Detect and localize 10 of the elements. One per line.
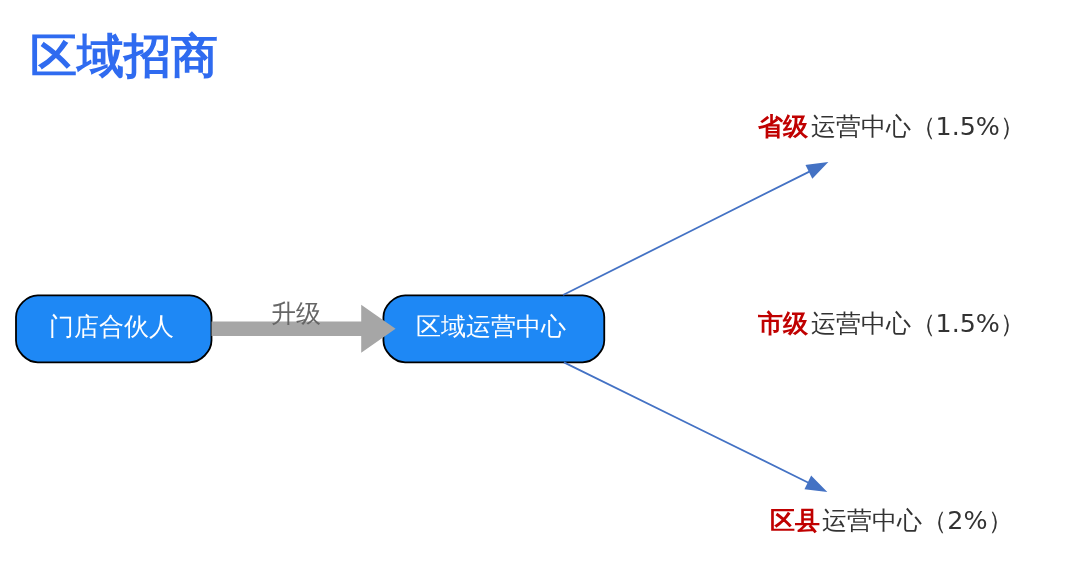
node-text: 市级运营中心（1.5%）	[758, 307, 1025, 338]
edge-label: 升级	[271, 297, 322, 328]
node-text: 区县运营中心（2%）	[769, 504, 1013, 535]
node-text: 省级运营中心（1.5%）	[758, 110, 1025, 141]
arrow	[563, 361, 828, 492]
diagram-title: 区域招商	[30, 27, 219, 83]
arrow	[211, 304, 396, 353]
arrow	[562, 161, 829, 296]
node-box: 区域运营中心	[382, 293, 606, 363]
node-box: 门店合伙人	[15, 293, 213, 363]
